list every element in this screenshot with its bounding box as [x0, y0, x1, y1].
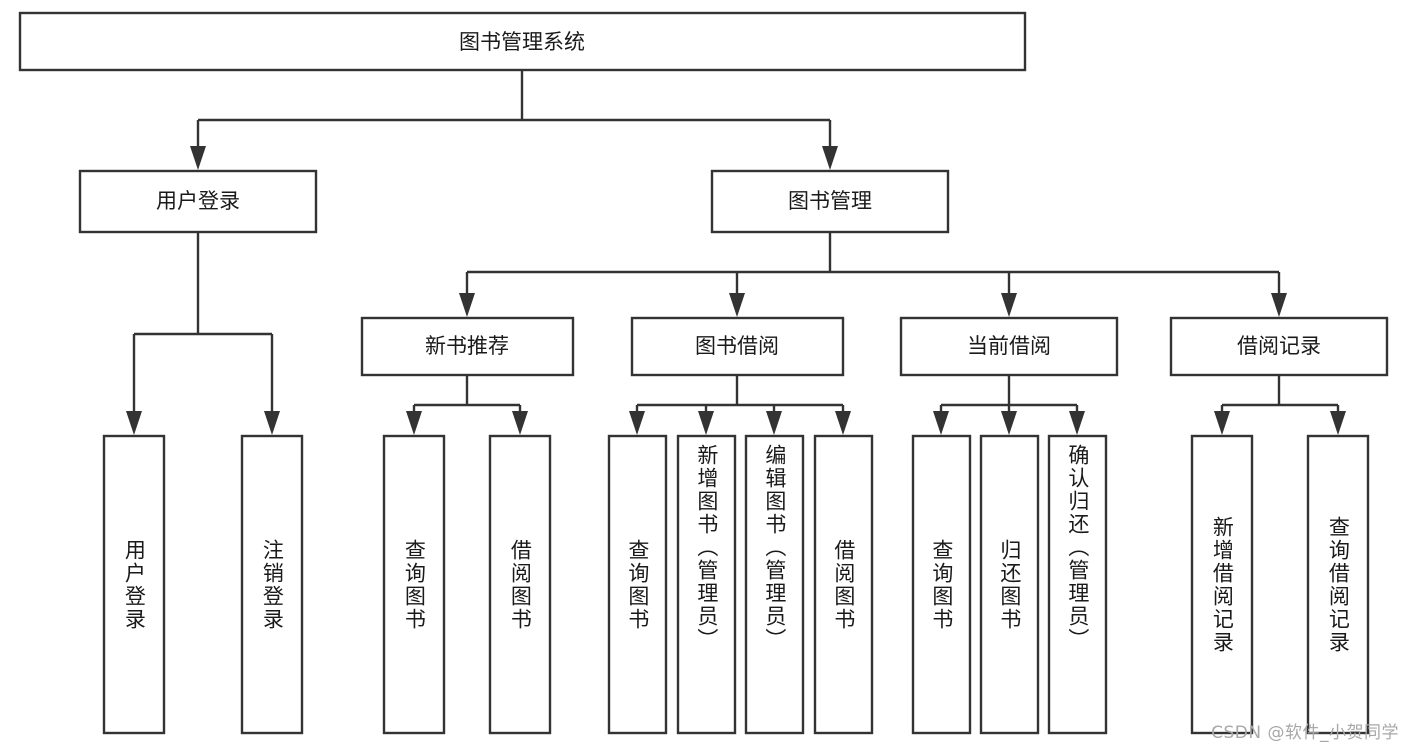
arrow-current-borrow-leaf-3 [1069, 411, 1085, 435]
arrow-root-to-user-login [190, 146, 206, 170]
leaf-box-book-borrow-1[interactable] [607, 434, 668, 735]
arrow-borrow-records-leaf-2 [1330, 411, 1346, 435]
arrow-book-manage-child-3 [1001, 293, 1017, 317]
node-root[interactable]: 图书管理系统 [18, 11, 1027, 72]
node-root-label: 图书管理系统 [459, 30, 585, 54]
node-new-book-recommend-box[interactable] [360, 316, 575, 377]
leaf-box-current-borrow-1[interactable] [911, 434, 972, 735]
leaf-box-user-login-2[interactable] [240, 434, 304, 735]
arrow-borrow-records-leaf-1 [1214, 411, 1230, 435]
arrow-new-book-leaf-1 [406, 411, 422, 435]
node-current-borrow-box[interactable] [899, 316, 1119, 377]
node-new-book-recommend-label: 新书推荐 [425, 334, 509, 358]
leaf-box-current-borrow-2[interactable] [979, 434, 1040, 735]
node-current-borrow[interactable]: 当前借阅 [899, 316, 1119, 377]
arrow-book-borrow-leaf-3 [766, 411, 782, 435]
node-book-borrow-label: 图书借阅 [695, 334, 779, 358]
node-borrow-records-label: 借阅记录 [1237, 334, 1321, 358]
arrow-root-to-book-manage [822, 146, 838, 170]
arrow-current-borrow-leaf-1 [933, 411, 949, 435]
leaf-boxes-borrow-records [1190, 434, 1370, 735]
connector-group-current-borrow [933, 375, 1085, 435]
node-user-login-box[interactable] [78, 169, 318, 234]
leaf-boxes-new-book-recommend [382, 434, 552, 735]
leaf-box-user-login-1[interactable] [102, 434, 166, 735]
leaf-box-new-book-1[interactable] [382, 434, 446, 735]
node-borrow-records-box[interactable] [1169, 316, 1389, 377]
leaf-box-book-borrow-3[interactable] [744, 434, 805, 735]
arrow-user-login-leaf-2 [264, 411, 280, 435]
arrow-book-borrow-leaf-2 [698, 411, 714, 435]
leaf-box-current-borrow-3[interactable] [1047, 434, 1108, 735]
node-book-manage[interactable]: 图书管理 [710, 169, 950, 234]
connector-group-new-book [406, 375, 528, 435]
arrow-current-borrow-leaf-2 [1001, 411, 1017, 435]
node-book-borrow-box[interactable] [630, 316, 845, 377]
connector-group-root [190, 70, 838, 170]
leaf-box-new-book-2[interactable] [488, 434, 552, 735]
arrow-user-login-leaf-1 [126, 411, 142, 435]
leaf-box-borrow-records-2[interactable] [1306, 434, 1370, 735]
connector-group-book-manage [459, 232, 1287, 317]
leaf-box-book-borrow-4[interactable] [813, 434, 874, 735]
arrow-new-book-leaf-2 [512, 411, 528, 435]
csdn-watermark: CSDN @软件_小贺同学 [1211, 723, 1399, 743]
connector-group-book-borrow [629, 375, 851, 435]
leaf-boxes-current-borrow [911, 434, 1108, 735]
node-user-login-label: 用户登录 [156, 189, 240, 213]
arrow-book-borrow-leaf-1 [629, 411, 645, 435]
node-root-box[interactable] [18, 11, 1027, 72]
arrow-book-manage-child-2 [729, 293, 745, 317]
node-new-book-recommend[interactable]: 新书推荐 [360, 316, 575, 377]
node-book-manage-box[interactable] [710, 169, 950, 234]
leaf-boxes-user-login [102, 434, 304, 735]
leaf-box-book-borrow-2[interactable] [676, 434, 737, 735]
node-current-borrow-label: 当前借阅 [967, 334, 1051, 358]
arrow-book-borrow-leaf-4 [835, 411, 851, 435]
arrow-book-manage-child-1 [459, 293, 475, 317]
leaf-boxes-book-borrow [607, 434, 874, 735]
connector-group-borrow-records [1214, 375, 1346, 435]
node-user-login[interactable]: 用户登录 [78, 169, 318, 234]
arrow-book-manage-child-4 [1271, 293, 1287, 317]
connector-group-user-login [126, 232, 280, 435]
leaf-box-borrow-records-1[interactable] [1190, 434, 1254, 735]
node-book-manage-label: 图书管理 [788, 189, 872, 213]
node-borrow-records[interactable]: 借阅记录 [1169, 316, 1389, 377]
node-book-borrow[interactable]: 图书借阅 [630, 316, 845, 377]
